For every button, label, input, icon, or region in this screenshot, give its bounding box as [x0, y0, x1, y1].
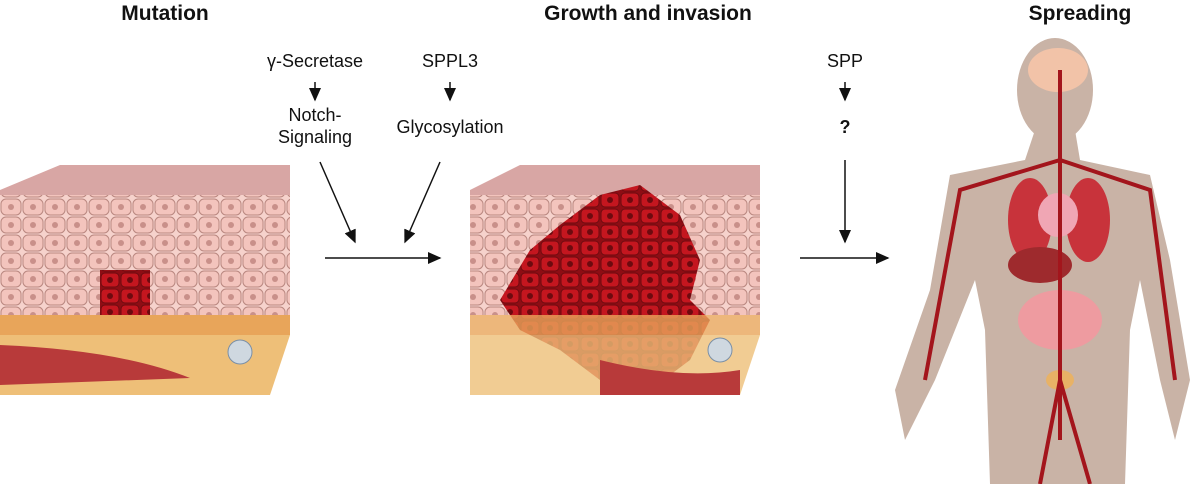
blood-vessels: [923, 70, 1177, 484]
liver: [1008, 247, 1072, 283]
label-sppl3: SPPL3: [421, 51, 479, 71]
arrow-glyco-converge: [404, 161, 441, 244]
label-unknown: ?: [839, 117, 851, 137]
mutated-cells: [100, 270, 150, 315]
lung: [1008, 178, 1052, 262]
human-body: [895, 38, 1190, 484]
invasive-tissue-block: [470, 165, 760, 395]
title-mutation: Mutation: [121, 2, 209, 25]
label-glycosylation: Glycosylation: [396, 117, 504, 137]
title-spreading: Spreading: [1028, 2, 1132, 25]
title-growth: Growth and invasion: [544, 2, 752, 25]
label-notch-line2: Signaling: [277, 127, 353, 147]
normal-tissue-block: [0, 165, 290, 395]
label-spp: SPP: [826, 51, 864, 71]
label-notch-line1: Notch-: [288, 105, 342, 125]
label-notch: Notch- Signaling: [278, 104, 352, 148]
arrow-notch-converge: [319, 161, 356, 244]
label-gamma-secretase: γ-Secretase: [266, 51, 364, 71]
